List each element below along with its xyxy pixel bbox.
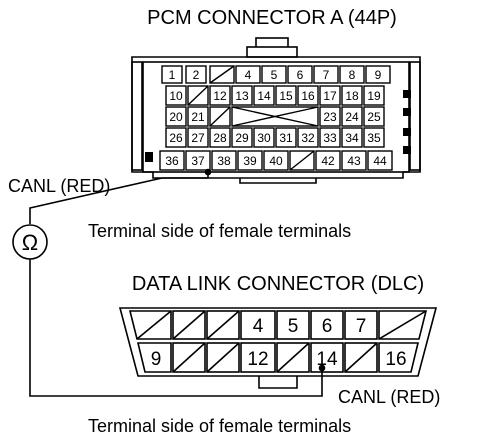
ohm-icon: Ω: [22, 230, 38, 255]
dlc-pin: 12: [247, 349, 268, 370]
pcm-pin: 28: [213, 131, 227, 145]
pcm-pin: 21: [191, 110, 205, 124]
pcm-left-rail: [131, 61, 143, 171]
pcm-connector: [131, 37, 421, 184]
dlc-caption: Terminal side of female terminals: [88, 416, 351, 436]
pcm-side-peg: [403, 128, 411, 136]
dlc-outer-shell: [118, 307, 438, 377]
pcm-blank-slash: [209, 65, 235, 84]
dlc-pin-canl: 14: [316, 349, 338, 370]
pcm-pin: 19: [367, 89, 381, 103]
pcm-pin: 5: [271, 68, 278, 82]
pcm-side-peg: [403, 90, 411, 98]
pcm-pin: 44: [373, 154, 387, 168]
pcm-inner-shell: [142, 61, 410, 173]
pcm-pin: 18: [345, 89, 359, 103]
pcm-bottom-tab: [239, 178, 317, 184]
dlc-pin: 9: [151, 349, 162, 370]
pcm-pin: 26: [169, 131, 183, 145]
pcm-pin: 2: [193, 68, 200, 82]
pcm-pin: 23: [323, 110, 337, 124]
dlc-pin: 5: [288, 316, 299, 337]
pcm-wire-label: CANL (RED): [8, 176, 110, 196]
dlc-pin: 6: [322, 316, 333, 337]
pcm-pin: 32: [301, 131, 315, 145]
test-wiring: [12, 168, 326, 397]
pcm-pin: 39: [243, 154, 257, 168]
pcm-pin: 6: [297, 68, 304, 82]
pcm-blank-block: [231, 106, 319, 127]
pcm-latch-base: [246, 46, 298, 58]
pcm-pin-numbers: 1 2 4 5 6 7 8 9 10 12 13 14 15 16 17 18 …: [165, 68, 387, 168]
pcm-pin: 9: [375, 68, 382, 82]
pcm-blank-slash: [209, 106, 231, 127]
pcm-pin: 4: [245, 68, 252, 82]
pcm-side-peg: [403, 146, 411, 154]
pcm-pin: 15: [279, 89, 293, 103]
pcm-side-peg: [145, 152, 153, 162]
wire-to-pcm-pin-37: [29, 170, 209, 224]
pcm-pin: 34: [345, 131, 359, 145]
pcm-pin: 38: [217, 154, 231, 168]
pcm-pin: 10: [169, 89, 183, 103]
pcm-pin: 14: [257, 89, 271, 103]
pcm-caption: Terminal side of female terminals: [88, 221, 351, 241]
pcm-pin-grid: [159, 65, 393, 171]
pcm-pin: 29: [235, 131, 249, 145]
dlc-bottom-tab: [258, 376, 298, 389]
pcm-pin: 24: [345, 110, 359, 124]
pcm-pin: 16: [301, 89, 315, 103]
pcm-pin: 8: [349, 68, 356, 82]
dlc-connector-title: DATA LINK CONNECTOR (DLC): [132, 273, 424, 295]
pcm-blank-slash: [187, 85, 209, 106]
dlc-pin: 16: [385, 349, 406, 370]
pcm-pin: 43: [347, 154, 361, 168]
dlc-pin-numbers: 4 5 6 7 9 12 14 16: [151, 316, 407, 370]
pcm-pin: 27: [191, 131, 205, 145]
pcm-right-rail: [409, 61, 421, 171]
pcm-pin-canl: 37: [191, 154, 205, 168]
pcm-pin: 20: [169, 110, 183, 124]
pcm-pin: 36: [165, 154, 179, 168]
pcm-side-peg: [403, 108, 411, 116]
wire-to-dlc-pin-14: [29, 259, 323, 397]
pcm-pin: 31: [279, 131, 293, 145]
pcm-blank-slash: [289, 150, 315, 171]
dlc-connector: [118, 307, 438, 389]
pcm-pin: 17: [323, 89, 337, 103]
dlc-pin: 7: [356, 316, 367, 337]
dlc-pin: 4: [253, 316, 264, 337]
pcm-pin: 12: [213, 89, 227, 103]
pcm-pin: 25: [367, 110, 381, 124]
pcm-pin: 7: [323, 68, 330, 82]
pcm-connector-title: PCM CONNECTOR A (44P): [147, 7, 397, 29]
pcm-pin: 33: [323, 131, 337, 145]
pcm-pin: 13: [235, 89, 249, 103]
pcm-pin: 35: [367, 131, 381, 145]
pcm-pin: 30: [257, 131, 271, 145]
pcm-pin: 1: [169, 68, 176, 82]
dlc-wire-label: CANL (RED): [338, 387, 440, 407]
pcm-pin: 42: [321, 154, 335, 168]
pcm-pin: 40: [269, 154, 283, 168]
